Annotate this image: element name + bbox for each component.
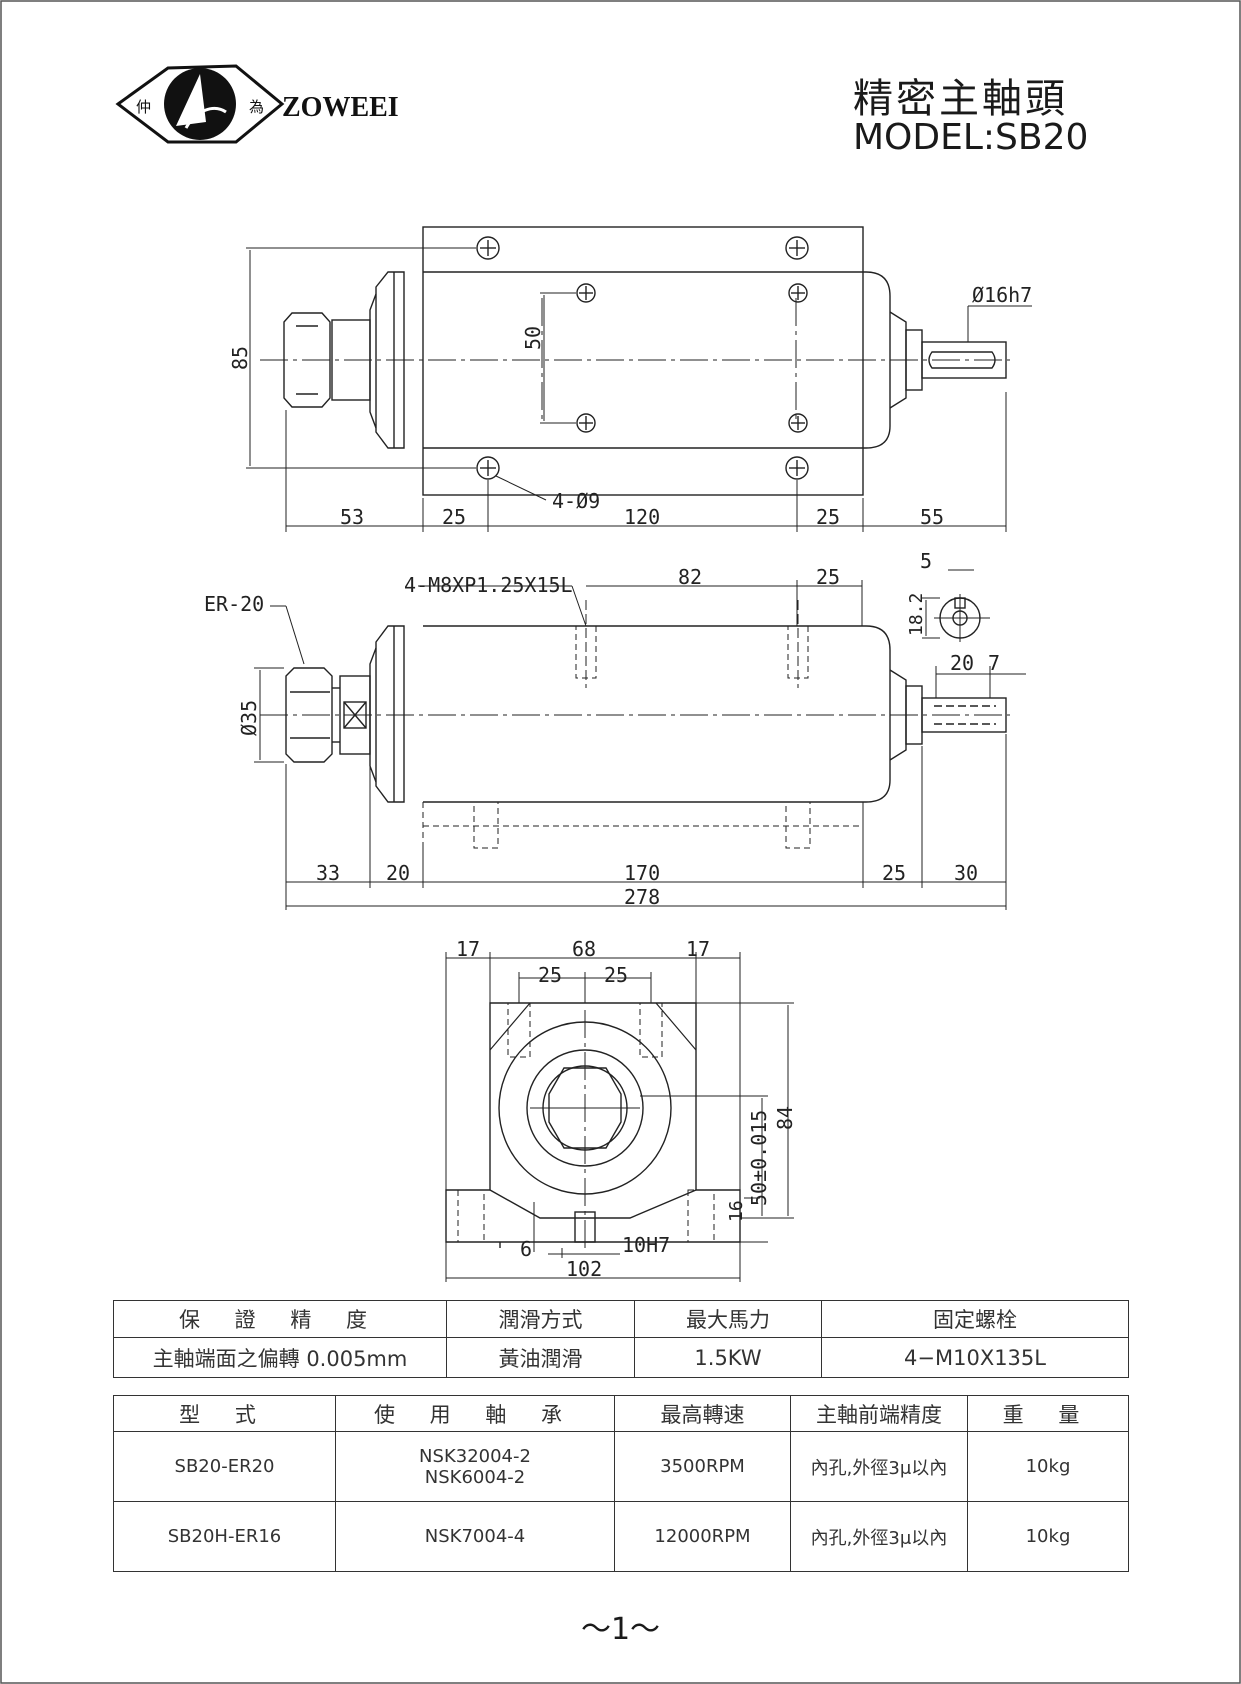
dim-55: 55: [920, 505, 944, 529]
header-front-accuracy: 主軸前端精度: [790, 1395, 968, 1432]
spec-table-1-header: 保 證 精 度 潤滑方式 最大馬力 固定螺栓: [113, 1300, 1129, 1338]
dim-6: 6: [520, 1237, 532, 1261]
cell-weight: 10kg: [967, 1431, 1129, 1502]
header-bearing: 使 用 軸 承: [335, 1395, 615, 1432]
front-view: [445, 952, 794, 1282]
header-weight: 重 量: [967, 1395, 1129, 1432]
cell-bearing: NSK7004-4: [335, 1501, 615, 1572]
header-bolts: 固定螺栓: [821, 1300, 1129, 1338]
dim-82: 82: [678, 565, 702, 589]
header-max-power: 最大馬力: [634, 1300, 822, 1338]
dim-16: 16: [726, 1200, 747, 1222]
model-title: MODEL:SB20: [853, 117, 1089, 158]
top-view: [246, 226, 1032, 532]
cell-speed: 12000RPM: [614, 1501, 791, 1572]
dim-25-front-left: 25: [538, 963, 562, 987]
brand-name: ZOWEEI: [282, 92, 399, 123]
dim-33: 33: [316, 861, 340, 885]
dim-20-side: 20: [386, 861, 410, 885]
cell-accuracy: 主軸端面之偏轉 0.005mm: [113, 1337, 447, 1378]
logo-char-left: 仲: [136, 98, 151, 116]
header-accuracy: 保 證 精 度: [113, 1300, 447, 1338]
dim-25-left: 25: [442, 505, 466, 529]
dim-170: 170: [624, 861, 660, 885]
dim-shaft-dia: Ø16h7: [972, 283, 1032, 307]
dim-30: 30: [954, 861, 978, 885]
side-view: [254, 569, 1026, 910]
cell-bearing: NSK32004-2 NSK6004-2: [335, 1431, 615, 1502]
dim-dia35: Ø35: [237, 700, 261, 736]
dim-17-right: 17: [686, 937, 710, 961]
cell-accuracy: 內孔,外徑3μ以內: [790, 1431, 968, 1502]
cell-max-power: 1.5KW: [634, 1337, 822, 1378]
dim-center-height: 50±0.015: [747, 1110, 771, 1206]
table-row: SB20H-ER16 NSK7004-4 12000RPM 內孔,外徑3μ以內 …: [113, 1501, 1129, 1572]
dim-84: 84: [773, 1106, 797, 1130]
dim-102: 102: [566, 1257, 602, 1281]
dim-53: 53: [340, 505, 364, 529]
spec-table-2: 型 式 使 用 軸 承 最高轉速 主軸前端精度 重 量 SB20-ER20 NS…: [113, 1395, 1129, 1572]
dim-120: 120: [624, 505, 660, 529]
dim-25-side-b: 25: [882, 861, 906, 885]
mounting-holes: [476, 236, 809, 480]
title-chinese: 精密主軸頭: [853, 76, 1068, 122]
dim-20-shaft: 20: [950, 651, 974, 675]
spec-table-2-header: 型 式 使 用 軸 承 最高轉速 主軸前端精度 重 量: [113, 1395, 1129, 1432]
cell-speed: 3500RPM: [614, 1431, 791, 1502]
dim-holes-note: 4-Ø9: [552, 489, 600, 513]
cell-accuracy: 內孔,外徑3μ以內: [790, 1501, 968, 1572]
dim-278: 278: [624, 885, 660, 909]
dim-key-18: 18.2: [906, 593, 927, 636]
spec-table-1: 保 證 精 度 潤滑方式 最大馬力 固定螺栓 主軸端面之偏轉 0.005mm 黃…: [113, 1300, 1129, 1378]
cell-model: SB20H-ER16: [113, 1501, 336, 1572]
dim-68: 68: [572, 937, 596, 961]
dim-7: 7: [988, 651, 1000, 675]
logo-char-right: 為: [249, 98, 264, 116]
table-row: SB20-ER20 NSK32004-2 NSK6004-2 3500RPM 內…: [113, 1431, 1129, 1502]
header-max-speed: 最高轉速: [614, 1395, 791, 1432]
dim-key-5: 5: [920, 549, 932, 573]
bearing-line-1: NSK32004-2: [419, 1445, 531, 1467]
zoweei-logo: 仲 為 ZOWEEI: [115, 64, 399, 144]
thread-label: 4-M8XP1.25X15L: [404, 573, 573, 597]
dim-17-left: 17: [456, 937, 480, 961]
page-number: ～1～: [580, 1612, 661, 1647]
dim-slot: 10H7: [622, 1233, 670, 1257]
collet-label: ER-20: [204, 592, 264, 616]
dim-85: 85: [228, 346, 252, 370]
dim-50-holes: 50: [521, 326, 545, 350]
dim-25-right: 25: [816, 505, 840, 529]
header-lubrication: 潤滑方式: [446, 1300, 635, 1338]
header-model: 型 式: [113, 1395, 336, 1432]
cell-bolts: 4−M10X135L: [821, 1337, 1129, 1378]
cell-weight: 10kg: [967, 1501, 1129, 1572]
cell-model: SB20-ER20: [113, 1431, 336, 1502]
spec-table-1-row: 主軸端面之偏轉 0.005mm 黃油潤滑 1.5KW 4−M10X135L: [113, 1337, 1129, 1378]
dim-25-side: 25: [816, 565, 840, 589]
cell-lubrication: 黃油潤滑: [446, 1337, 635, 1378]
dim-25-front-right: 25: [604, 963, 628, 987]
bearing-line-2: NSK6004-2: [424, 1466, 526, 1488]
